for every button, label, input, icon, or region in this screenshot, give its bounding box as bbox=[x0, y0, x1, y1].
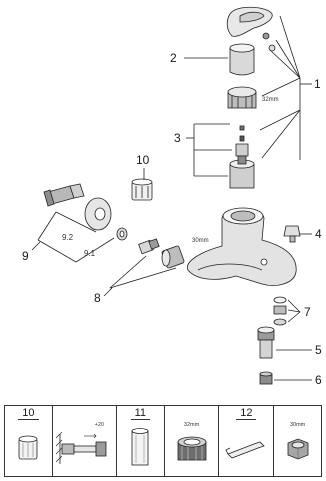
s-union bbox=[43, 183, 85, 207]
spout-nut-size: 30mm bbox=[192, 238, 209, 244]
escutcheon bbox=[84, 197, 112, 231]
callout-8-bracket bbox=[103, 255, 177, 297]
table-cell: 10 bbox=[5, 406, 53, 476]
flow-straightener bbox=[131, 178, 153, 201]
outlet-seals bbox=[273, 296, 287, 326]
connection-fitting bbox=[138, 238, 160, 255]
callout-1-bracket bbox=[259, 15, 312, 160]
cartridge bbox=[229, 155, 255, 189]
table-cell: 11 bbox=[117, 406, 165, 476]
extension-annotation: +20 bbox=[94, 422, 104, 428]
callout-3: 3 bbox=[174, 131, 181, 145]
hex-key-icon bbox=[225, 441, 266, 459]
callout-9-1: 9.1 bbox=[84, 249, 96, 258]
diverter-cartridge bbox=[257, 326, 275, 359]
cartridge-nut bbox=[227, 86, 257, 109]
extension-sleeve-icon bbox=[131, 428, 149, 466]
table-cell: 12 bbox=[219, 406, 275, 476]
nut-size-annotation: 32mm bbox=[183, 422, 200, 428]
callout-9-2: 9.2 bbox=[62, 233, 74, 242]
flow-straightener-icon bbox=[18, 435, 38, 460]
callout-2: 2 bbox=[170, 51, 177, 65]
callout-4: 4 bbox=[315, 227, 322, 241]
hex-nut-icon bbox=[287, 438, 309, 460]
washer bbox=[116, 227, 128, 241]
callout-8: 8 bbox=[94, 291, 101, 305]
cell-label: 11 bbox=[130, 407, 150, 420]
diverter-knob bbox=[283, 225, 301, 243]
exploded-parts-diagram: 32mm 1 2 3 30mm bbox=[22, 6, 322, 387]
cartridge-cap bbox=[229, 43, 255, 76]
small-seal-parts bbox=[235, 125, 249, 157]
table-cell: +20 bbox=[53, 406, 117, 476]
table-cell: 30mm bbox=[274, 406, 321, 476]
handle-screw bbox=[262, 32, 276, 52]
mixer-body bbox=[187, 207, 297, 286]
lever-handle bbox=[226, 6, 273, 37]
wall-connection-icon bbox=[56, 431, 107, 464]
cartridge-nut-size: 32mm bbox=[262, 97, 279, 103]
callout-7-bracket bbox=[287, 299, 301, 323]
callout-6: 6 bbox=[315, 373, 322, 387]
callout-3-bracket bbox=[186, 123, 232, 177]
callout-5: 5 bbox=[315, 343, 322, 357]
callout-9-bracket bbox=[31, 211, 115, 263]
connection-nut bbox=[161, 245, 185, 269]
outlet-nut bbox=[259, 371, 273, 385]
callout-10: 10 bbox=[136, 153, 150, 167]
cell-label: 12 bbox=[236, 407, 257, 420]
callout-7: 7 bbox=[304, 305, 311, 319]
cartridge-nut-icon bbox=[177, 436, 206, 461]
accessories-table: 10 +20 bbox=[4, 405, 322, 477]
callout-1: 1 bbox=[314, 77, 321, 91]
table-cell: 32mm bbox=[165, 406, 220, 476]
hex-nut-size-annotation: 30mm bbox=[289, 422, 306, 428]
callout-9: 9 bbox=[22, 249, 29, 263]
cell-label: 10 bbox=[18, 407, 39, 420]
